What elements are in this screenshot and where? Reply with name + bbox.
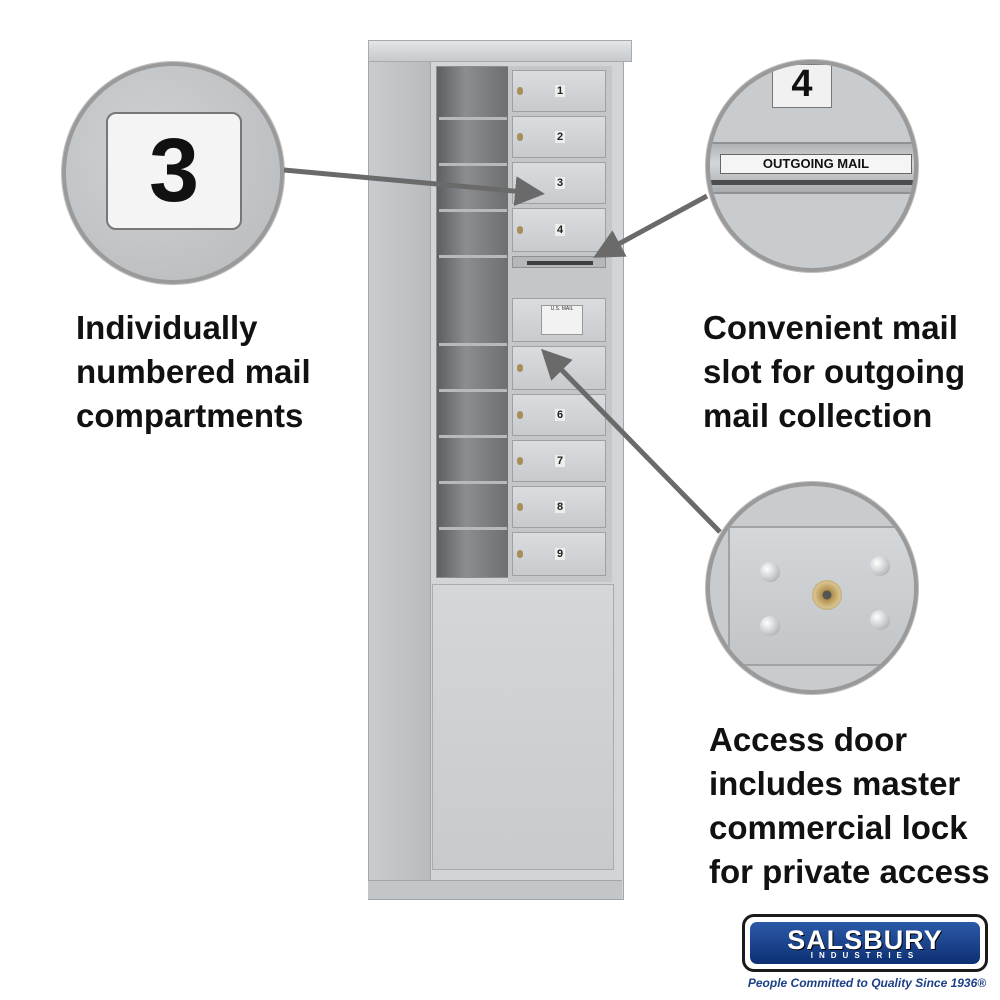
- caption-line: slot for outgoing: [703, 353, 966, 390]
- caption-numbered-compartments: Individually numbered mail compartments: [76, 306, 311, 438]
- outgoing-strip: OUTGOING MAIL: [710, 142, 914, 194]
- caption-line: mail collection: [703, 397, 933, 434]
- usps-label-text: U.S. MAIL: [550, 306, 574, 312]
- arrow-to-outgoing-slot: [593, 193, 709, 258]
- door-knob: [517, 550, 523, 558]
- arrow-to-lock: [541, 348, 722, 534]
- door-knob: [517, 226, 523, 234]
- caption-access-door: Access door includes master commercial l…: [709, 718, 990, 894]
- rivet-icon: [760, 562, 780, 582]
- rivet-icon: [870, 556, 890, 576]
- rivet-icon: [760, 616, 780, 636]
- master-access-door[interactable]: U.S. MAIL: [512, 298, 606, 342]
- compartment-door-9[interactable]: 9: [512, 532, 606, 576]
- compartment-door-1[interactable]: 1: [512, 70, 606, 112]
- door-number: 6: [555, 409, 566, 421]
- shelf: [439, 209, 507, 212]
- shelf: [439, 163, 507, 166]
- caption-line: compartments: [76, 397, 304, 434]
- shelf: [439, 255, 507, 258]
- shelf: [439, 435, 507, 438]
- shelf: [439, 343, 507, 346]
- logo-name: SALSBURY: [787, 925, 943, 955]
- caption-line: Access door: [709, 721, 908, 758]
- callout-zoom-number: 3: [62, 62, 284, 284]
- door-knob: [517, 87, 523, 95]
- caption-line: Convenient mail: [703, 309, 958, 346]
- logo-subtitle: INDUSTRIES: [810, 951, 920, 960]
- compartment-door-8[interactable]: 8: [512, 486, 606, 528]
- door-number: 9: [555, 548, 566, 560]
- outgoing-mail-label: OUTGOING MAIL: [720, 154, 912, 174]
- number-plate: 3: [106, 112, 242, 230]
- access-door-panel: [728, 526, 914, 666]
- logo-tagline: People Committed to Quality Since 1936®: [747, 976, 987, 990]
- door-number: 8: [555, 501, 566, 513]
- caption-line: for private access: [709, 853, 990, 890]
- shelf: [439, 481, 507, 484]
- shelf: [439, 389, 507, 392]
- master-lock-icon: [812, 580, 842, 610]
- compartment-door-7[interactable]: 7: [512, 440, 606, 482]
- caption-line: commercial lock: [709, 809, 968, 846]
- door-number: 1: [555, 85, 566, 97]
- open-compartment-interior: [436, 66, 510, 578]
- door-number: 7: [555, 455, 566, 467]
- slot-opening: [710, 180, 914, 185]
- door-knob: [517, 411, 523, 419]
- usps-label: U.S. MAIL: [541, 305, 583, 335]
- shelf: [439, 527, 507, 530]
- door-knob: [517, 364, 523, 372]
- door-knob: [517, 457, 523, 465]
- cabinet-base: [368, 880, 622, 899]
- salsbury-logo: SALSBURY INDUSTRIES: [742, 914, 988, 972]
- pedestal-panel: [432, 584, 614, 870]
- shelf: [439, 117, 507, 120]
- callout-zoom-outgoing-slot: 4 OUTGOING MAIL: [706, 60, 918, 272]
- caption-line: includes master: [709, 765, 961, 802]
- caption-line: numbered mail: [76, 353, 311, 390]
- door-knob: [517, 133, 523, 141]
- rivet-icon: [870, 610, 890, 630]
- door-number: 2: [555, 131, 566, 143]
- door-knob: [517, 503, 523, 511]
- slot-opening: [527, 261, 593, 265]
- logo-badge: SALSBURY INDUSTRIES: [750, 922, 980, 964]
- compartment-doors: 1 2 3 4 U.S. MAIL 6 7 8 9: [508, 66, 612, 582]
- number-plate: 4: [772, 64, 832, 108]
- compartment-door-2[interactable]: 2: [512, 116, 606, 158]
- caption-line: Individually: [76, 309, 258, 346]
- cabinet-top: [368, 40, 632, 62]
- compartment-door-4[interactable]: 4: [512, 208, 606, 252]
- compartment-door-6[interactable]: 6: [512, 394, 606, 436]
- door-number: 3: [555, 177, 566, 189]
- arrow-to-number: [283, 167, 545, 207]
- cabinet-side-panel: [368, 60, 432, 900]
- caption-outgoing-slot: Convenient mail slot for outgoing mail c…: [703, 306, 965, 438]
- outgoing-mail-slot[interactable]: [512, 256, 606, 268]
- callout-zoom-lock: [706, 482, 918, 694]
- door-number: 4: [555, 224, 566, 236]
